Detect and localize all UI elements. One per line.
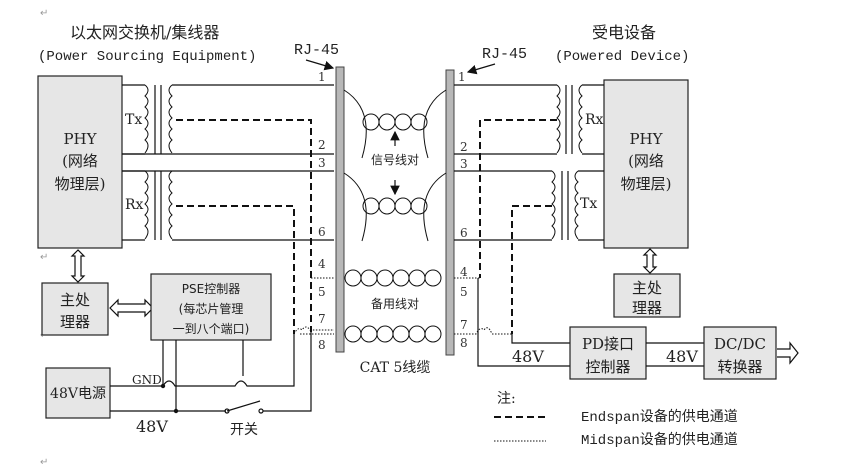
legend: 注: Endspan设备的供电通道 Midspan设备的供电通道: [494, 391, 738, 449]
pse-controller-label: 一到八个端口): [173, 322, 250, 336]
signal-pair-1: [343, 89, 447, 159]
pse-controller-label: PSE控制器: [182, 282, 240, 296]
pd-cpu-label: 主处: [632, 279, 662, 297]
pd-wire-48v: [477, 278, 570, 367]
svg-text:7: 7: [318, 312, 326, 326]
svg-text:1: 1: [458, 70, 466, 84]
svg-text:3: 3: [460, 157, 468, 171]
legend-note: 注:: [497, 391, 516, 407]
pd-cpu-label: 理器: [632, 299, 662, 317]
pd-phy-cpu-bus-arrow: [642, 248, 658, 274]
pse-title-en: (Power Sourcing Equipment): [38, 49, 256, 65]
svg-text:4: 4: [318, 257, 326, 271]
endspan-path-right-rx: [479, 119, 557, 278]
midspan-path-left-78: [293, 326, 334, 335]
dcdc-output-arrow: [777, 341, 799, 365]
rj45-jack-left: [335, 66, 345, 353]
dcdc-label: 转换器: [717, 358, 762, 376]
svg-text:3: 3: [318, 156, 326, 170]
endspan-path-left-rx: [176, 205, 295, 334]
svg-text:6: 6: [460, 226, 468, 240]
rj45-right-label: RJ-45: [482, 46, 527, 63]
svg-text:2: 2: [460, 140, 468, 154]
pd-phy-label: 物理层): [621, 175, 672, 193]
pse-controller-label: (每芯片管理: [179, 301, 244, 316]
signal-pairs-label: 信号线对: [371, 153, 419, 167]
cable-label: CAT 5线缆: [360, 360, 431, 376]
pse-cpu-label: 理器: [60, 313, 90, 331]
pse-controller-box: [150, 273, 272, 341]
pd-wire-endspan-return: [511, 334, 570, 344]
pd-controller-box: [569, 326, 647, 380]
svg-text:5: 5: [318, 285, 326, 299]
svg-text:4: 4: [460, 265, 468, 279]
pse-phy-label: 物理层): [55, 175, 106, 193]
paragraph-mark: ↵: [40, 457, 48, 468]
legend-endspan-label: Endspan设备的供电通道: [581, 408, 738, 426]
pd-phy-label: (网络: [628, 152, 664, 170]
pd-tx-label: Tx: [580, 196, 597, 212]
pd-cpu-box: [613, 273, 681, 318]
legend-midspan-label: Midspan设备的供电通道: [581, 431, 738, 449]
pd-title-en: (Powered Device): [555, 49, 689, 65]
pd-phy-box: [603, 79, 689, 249]
dcdc-box: [703, 326, 777, 380]
dcdc-label: DC/DC: [714, 335, 766, 353]
v48-label-pse: 48V: [136, 417, 168, 436]
pin-labels-left: 1 2 3 6 4 5 7 8: [318, 70, 326, 352]
pse-phy-box: [37, 75, 123, 249]
pse-cpu-label: 主处: [60, 291, 90, 309]
power-supply-box: [45, 367, 111, 419]
cpu-controller-bus-arrow: [109, 298, 154, 318]
power-supply-label: 48V电源: [50, 386, 106, 402]
pd-tx-transformer: Tx: [551, 170, 604, 241]
rj45-right-arrow: [466, 63, 496, 75]
svg-text:6: 6: [318, 225, 326, 239]
pse-power-wiring: [110, 332, 312, 414]
gnd-label: GND: [132, 373, 162, 387]
phy-cpu-bus-arrow: [70, 249, 86, 283]
endspan-path-left-tx: [176, 119, 312, 332]
rj45-left-arrow: [305, 59, 335, 71]
pse-title-cn: 以太网交换机/集线器: [70, 23, 219, 42]
rj45-jack-right: [445, 69, 455, 356]
signal-pair-2: [343, 172, 447, 242]
spare-pair-45: [344, 269, 442, 287]
pd-title-cn: 受电设备: [592, 23, 656, 42]
pin-labels-right: 1 2 3 6 4 5 7 8: [458, 70, 468, 350]
svg-text:5: 5: [460, 285, 468, 299]
pse-cpu-box: [41, 282, 109, 336]
pd-controller-label: PD接口: [582, 335, 634, 353]
pse-phy-label: (网络: [62, 152, 98, 170]
pd-controller-label: 控制器: [585, 358, 630, 376]
v48-label-pd-mid: 48V: [666, 347, 698, 366]
switch-lever: [226, 400, 261, 412]
switch-label: 开关: [230, 422, 258, 438]
pd-rx-transformer: Rx: [556, 84, 604, 155]
v48-label-pd-left: 48V: [512, 347, 544, 366]
endspan-path-right-tx: [511, 205, 552, 334]
pse-tx-label: Tx: [125, 112, 142, 128]
pd-phy-label: PHY: [629, 130, 663, 148]
pd-rx-label: Rx: [585, 112, 604, 128]
paragraph-mark: ↵: [40, 8, 48, 19]
svg-text:8: 8: [460, 336, 468, 350]
svg-text:8: 8: [318, 338, 326, 352]
pse-phy-label: PHY: [63, 130, 97, 148]
paragraph-mark: ↵: [40, 252, 48, 263]
svg-text:2: 2: [318, 138, 326, 152]
svg-text:7: 7: [460, 318, 468, 332]
svg-text:1: 1: [318, 70, 326, 84]
pse-rx-transformer: Rx: [122, 170, 173, 241]
pse-rx-label: Rx: [125, 197, 144, 213]
rj45-left-label: RJ-45: [294, 42, 339, 59]
spare-pair-78: [344, 325, 442, 343]
spare-pairs-label: 备用线对: [371, 297, 419, 311]
pse-tx-transformer: Tx: [122, 84, 173, 155]
